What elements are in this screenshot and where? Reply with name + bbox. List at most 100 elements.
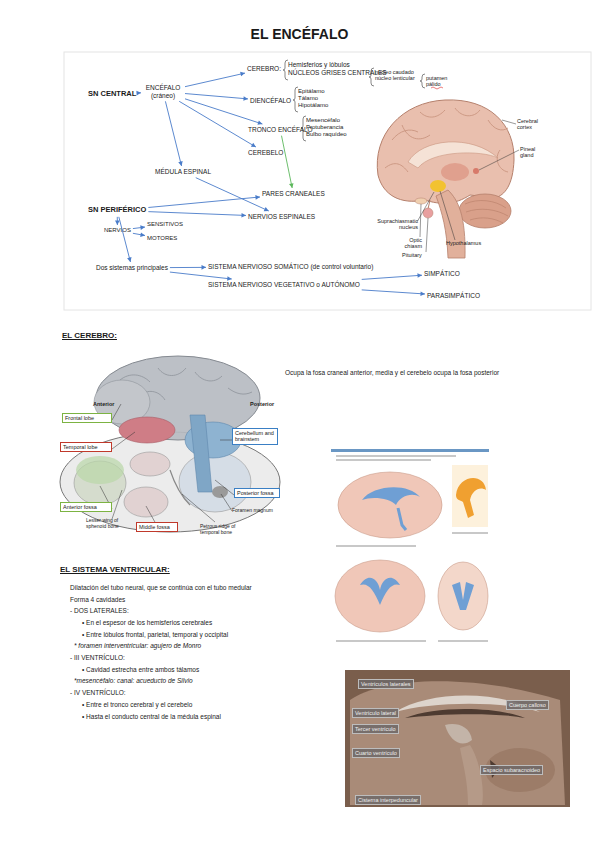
ventricle: [398, 508, 406, 530]
arrow-head: [136, 91, 141, 96]
gyrus: [402, 125, 430, 139]
pituitary-stalk: [428, 200, 430, 209]
bracket: [420, 74, 425, 88]
connector-arrow: [148, 212, 246, 218]
node-text: DIENCÉFALO: [250, 97, 291, 105]
leader-line: [221, 494, 232, 511]
arrow-head: [420, 291, 425, 296]
connector-line: [362, 275, 422, 279]
connector-line: [165, 101, 181, 166]
note-line: - IV VENTRÍCULO:: [70, 689, 126, 697]
map-term: MÉDULA ESPINAL: [155, 168, 211, 176]
map-term: Epitálamo Tálamo Hipotálamo: [298, 88, 343, 109]
leader-line: [426, 218, 428, 252]
leader-lines: [417, 120, 519, 252]
foramen-magnum: [212, 486, 228, 498]
photo-label-box: Ventrículo lateral: [352, 708, 399, 718]
leader-line: [502, 120, 516, 124]
connector-line: [117, 217, 118, 225]
leader-line: [440, 191, 455, 240]
brain-panel: [338, 472, 442, 538]
arrow-head: [178, 161, 182, 166]
connector-line: [148, 212, 246, 216]
node-text: NERVIOS: [104, 227, 131, 234]
node-text: Dos sistemas principales: [96, 264, 168, 272]
map-term: SN PERIFÉRICO: [88, 206, 146, 215]
map-term: putamen pálido: [426, 75, 450, 88]
figure-label: Ocupa la fosa craneal anterior, media y …: [285, 369, 597, 377]
ventricle: [360, 578, 400, 605]
arrow-head: [257, 120, 262, 124]
connector-line: [185, 94, 248, 99]
pineal-gland: [473, 168, 479, 174]
figure-callout-box: Middle fossa: [136, 522, 178, 532]
connector-arrow: [133, 232, 145, 237]
figure-label: Cerebral cortex: [517, 118, 549, 131]
gyrus: [195, 372, 222, 381]
map-term: SENSITIVOS: [147, 221, 183, 228]
node-text: Frontal lobe: [65, 415, 109, 421]
figure-caption-line: [438, 640, 488, 642]
connector-arrow: [179, 101, 256, 147]
map-term: MOTORES: [147, 235, 177, 242]
node-text: núcleo caudado núcleo lenticular: [375, 69, 430, 82]
node-text: Epitálamo Tálamo Hipotálamo: [298, 88, 343, 109]
arrow-head: [140, 225, 145, 230]
arrow-head: [140, 232, 145, 237]
photo-label-box: Cisterna interpeduncular: [355, 795, 421, 805]
arrow-head: [127, 257, 131, 262]
folium: [470, 218, 503, 223]
connector-arrow: [282, 136, 294, 188]
note-line: * foramen interventricular: agujero de M…: [74, 642, 201, 650]
leader-lines: [100, 404, 234, 524]
node-text: NERVIOS ESPINALES: [248, 213, 315, 221]
map-term: SISTEMA NERVIOSO SOMÁTICO (de control vo…: [208, 263, 373, 271]
figure-label: Optic chiasm: [396, 237, 422, 250]
figure-label: Lesser wing of sphenoid bone: [86, 518, 134, 530]
figure-label: Posterior: [250, 401, 274, 407]
gyrus: [497, 150, 508, 172]
node-text: MOTORES: [147, 235, 177, 242]
note-line: • Hasta el conducto central de la médula…: [82, 713, 221, 721]
arrow-head: [201, 265, 206, 270]
leader-line: [420, 204, 421, 237]
connector-arrow: [119, 217, 132, 262]
connector-arrow: [185, 94, 248, 101]
map-term: NERVIOS ESPINALES: [248, 213, 315, 221]
leader-line: [182, 494, 215, 522]
node-text: SISTEMA NERVIOSO SOMÁTICO (de control vo…: [208, 263, 373, 271]
photo-label-box: Cuerpo calloso: [506, 700, 549, 710]
node-text: Hemisferios y lóbulos: [288, 61, 400, 69]
photo-label-box: Ventrículos laterales: [358, 679, 414, 689]
node-text: PARES CRANEALES: [262, 190, 325, 198]
arrow-head: [115, 220, 120, 225]
section-heading: EL CEREBRO:: [62, 331, 117, 340]
figure-callout-box: Temporal lobe: [60, 442, 112, 452]
node-text: Espacio subaracnoideo: [483, 767, 540, 773]
node-text: Cisterna interpeduncular: [358, 797, 418, 803]
ventricle: [362, 487, 420, 505]
figure-label: Anterior: [93, 401, 114, 407]
bracket: [293, 87, 298, 112]
figure-caption-line: [336, 545, 416, 547]
map-term: TRONCO ENCÉFALO: [248, 126, 313, 134]
node-text: TRONCO ENCÉFALO: [248, 126, 313, 134]
brain-tissue: [350, 681, 565, 805]
arrow-head: [255, 195, 260, 200]
leader-line: [112, 490, 122, 519]
folium: [465, 201, 506, 208]
gyrus: [420, 110, 445, 117]
photo-label-box: Cuarto ventrículo: [352, 748, 400, 758]
note-line: • Entre el tronco cerebral y el cerebelo: [82, 701, 192, 709]
node-text: SISTEMA NERVIOSO VEGETATIVO o AUTÓNOMO: [208, 281, 360, 289]
note-line: Dilatación del tubo neural, que se conti…: [70, 584, 252, 592]
hypothalamus: [430, 180, 446, 192]
figure-callout-box: Cerebellum and brainstem: [232, 428, 278, 445]
note-line: - III VENTRÍCULO:: [70, 654, 125, 662]
brain-panel: [335, 560, 425, 632]
node-text: Temporal lobe: [63, 444, 109, 450]
arrow-head: [243, 96, 248, 101]
folia: [465, 201, 508, 223]
brainstem: [436, 190, 465, 258]
